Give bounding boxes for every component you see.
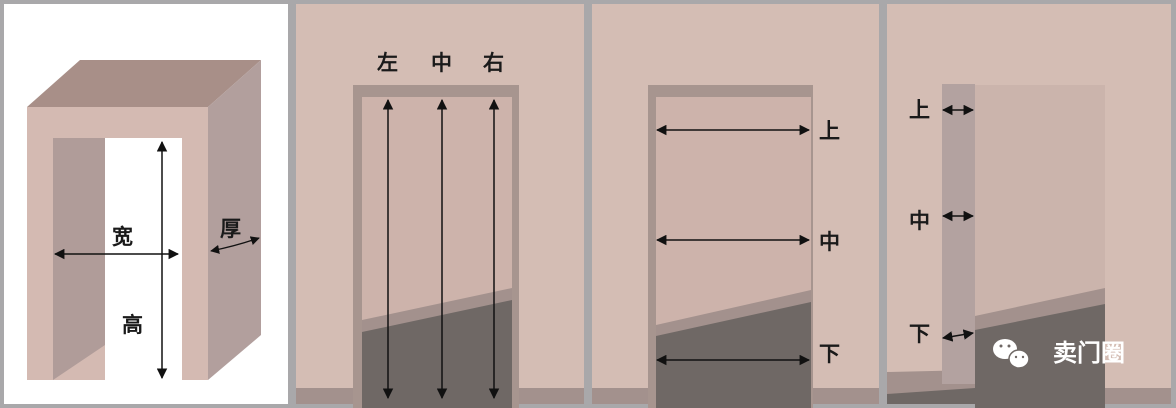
- label-middle: 中: [431, 51, 452, 75]
- panel-height-measurement: 左 中 右: [296, 4, 584, 408]
- label-middle: 中: [909, 209, 930, 233]
- panel-width-measurement: 上 中 下: [592, 4, 879, 408]
- panel-door-frame-3d: 宽 高 厚: [4, 4, 288, 404]
- panel-thickness-measurement: 上 中 下 卖门圈: [887, 4, 1171, 408]
- thickness-arrow: [210, 236, 260, 254]
- width-label: 宽: [112, 225, 133, 249]
- label-middle: 中: [819, 230, 840, 254]
- height-label: 高: [122, 313, 143, 337]
- label-right: 右: [483, 51, 504, 75]
- frame-inner-face: [53, 138, 105, 380]
- frame-top-face: [27, 60, 261, 107]
- thickness-label: 厚: [220, 217, 241, 241]
- label-left: 左: [377, 51, 398, 75]
- frame-side-face: [208, 60, 261, 380]
- label-top: 上: [819, 119, 840, 143]
- wechat-icon: [993, 339, 1030, 369]
- door-jamb: [942, 84, 975, 384]
- watermark-text: 卖门圈: [1053, 339, 1125, 367]
- label-bottom: 下: [909, 322, 930, 346]
- bottom-thickness-arrow: [941, 329, 975, 342]
- label-top: 上: [909, 98, 930, 122]
- label-bottom: 下: [819, 342, 840, 366]
